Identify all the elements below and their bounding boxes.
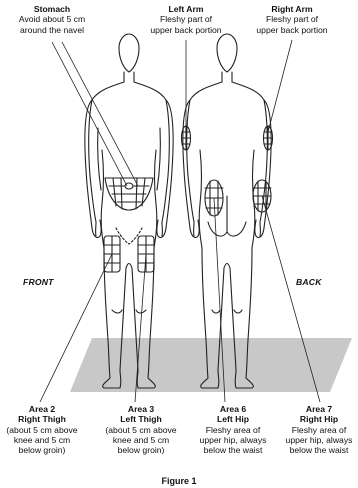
right-arm-title: Right Arm — [244, 4, 340, 14]
stomach-line-1: Avoid about 5 cm — [8, 14, 96, 24]
area-2-line-2: knee and 5 cm — [0, 435, 84, 445]
area-2-label: Area 2 Right Thigh (about 5 cm above kne… — [0, 404, 84, 455]
area-3-title: Left Thigh — [98, 414, 184, 424]
area-3-number: Area 3 — [98, 404, 184, 414]
area-3-line-1: (about 5 cm above — [98, 425, 184, 435]
left-arm-label: Left Arm Fleshy part of upper back porti… — [138, 4, 234, 35]
area-7-number: Area 7 — [280, 404, 358, 414]
right-arm-line-2: upper back portion — [244, 25, 340, 35]
area-2-title: Right Thigh — [0, 414, 84, 424]
right-arm-zone — [264, 126, 273, 150]
area-7-line-1: Fleshy area of — [280, 425, 358, 435]
area-7-line-3: below the waist — [280, 445, 358, 455]
area-2-line-1: (about 5 cm above — [0, 425, 84, 435]
area-7-line-2: upper hip, always — [280, 435, 358, 445]
figure-caption: Figure 1 — [0, 476, 358, 486]
area-6-title: Left Hip — [192, 414, 274, 424]
area-7-label: Area 7 Right Hip Fleshy area of upper hi… — [280, 404, 358, 455]
area-6-line-2: upper hip, always — [192, 435, 274, 445]
area-2-number: Area 2 — [0, 404, 84, 414]
right-arm-label: Right Arm Fleshy part of upper back port… — [244, 4, 340, 35]
front-figure — [85, 34, 173, 388]
right-arm-line-1: Fleshy part of — [244, 14, 340, 24]
back-label: BACK — [296, 277, 322, 287]
stomach-label: Stomach Avoid about 5 cm around the nave… — [8, 4, 96, 35]
area-6-number: Area 6 — [192, 404, 274, 414]
area-6-line-3: below the waist — [192, 445, 274, 455]
area-3-label: Area 3 Left Thigh (about 5 cm above knee… — [98, 404, 184, 455]
area-2-line-3: below groin) — [0, 445, 84, 455]
area-6-line-1: Fleshy area of — [192, 425, 274, 435]
area-7-title: Right Hip — [280, 414, 358, 424]
left-arm-title: Left Arm — [138, 4, 234, 14]
area-3-line-3: below groin) — [98, 445, 184, 455]
left-arm-line-2: upper back portion — [138, 25, 234, 35]
stomach-zone — [105, 178, 153, 210]
stomach-line-2: around the navel — [8, 25, 96, 35]
area-6-label: Area 6 Left Hip Fleshy area of upper hip… — [192, 404, 274, 455]
stomach-title: Stomach — [8, 4, 96, 14]
front-label: FRONT — [23, 277, 54, 287]
area-3-line-2: knee and 5 cm — [98, 435, 184, 445]
left-arm-line-1: Fleshy part of — [138, 14, 234, 24]
